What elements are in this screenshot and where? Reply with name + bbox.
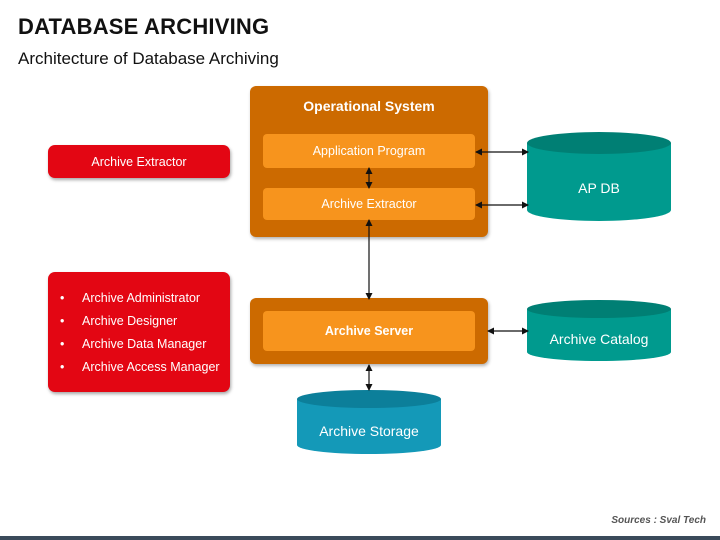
bullet-icon: • bbox=[60, 360, 65, 374]
role-label: Archive Access Manager bbox=[82, 360, 220, 374]
bullet-icon: • bbox=[60, 291, 65, 305]
role-label: Archive Administrator bbox=[82, 291, 201, 305]
archive-catalog-cylinder: Archive Catalog bbox=[527, 300, 671, 362]
list-item: • Archive Administrator bbox=[60, 290, 220, 313]
archive-extractor-label: Archive Extractor bbox=[91, 154, 187, 169]
operational-system-title: Operational System bbox=[303, 98, 435, 114]
role-label: Archive Data Manager bbox=[82, 337, 207, 351]
role-label: Archive Designer bbox=[82, 314, 178, 328]
ap-db-cylinder: AP DB bbox=[527, 132, 671, 222]
os-archive-extractor-label: Archive Extractor bbox=[321, 197, 417, 211]
list-item: • Archive Access Manager bbox=[60, 359, 220, 382]
archive-storage-label: Archive Storage bbox=[319, 423, 419, 439]
source-credit: Sources : Sval Tech bbox=[611, 515, 706, 526]
list-item: • Archive Data Manager bbox=[60, 336, 220, 359]
archive-catalog-label: Archive Catalog bbox=[549, 331, 649, 347]
archive-server-label: Archive Server bbox=[324, 324, 414, 338]
archive-storage-cylinder: Archive Storage bbox=[297, 390, 441, 455]
database-icon bbox=[527, 300, 671, 361]
application-program-label: Application Program bbox=[312, 144, 426, 158]
database-icon bbox=[297, 390, 441, 454]
bullet-icon: • bbox=[60, 337, 65, 351]
archive-roles-box: • Archive Administrator • Archive Designer… bbox=[48, 272, 230, 392]
application-program-box: Application Program bbox=[263, 134, 475, 168]
archive-server-inner: Archive Server bbox=[263, 311, 475, 351]
archive-extractor-box: Archive Extractor bbox=[48, 145, 230, 178]
bullet-icon: • bbox=[60, 314, 65, 328]
os-archive-extractor-box: Archive Extractor bbox=[263, 188, 475, 220]
page-subtitle: Architecture of Database Archiving bbox=[18, 49, 279, 68]
list-item: • Archive Designer bbox=[60, 313, 220, 336]
archive-roles-list: • Archive Administrator • Archive Designer… bbox=[60, 290, 220, 382]
footer-bar bbox=[0, 536, 720, 540]
page-title: DATABASE ARCHIVING bbox=[18, 14, 270, 39]
ap-db-label: AP DB bbox=[578, 180, 620, 196]
database-icon bbox=[527, 132, 671, 221]
operational-system-box: Operational System Application Program A… bbox=[250, 86, 488, 237]
archive-server-box: Archive Server bbox=[250, 298, 488, 364]
